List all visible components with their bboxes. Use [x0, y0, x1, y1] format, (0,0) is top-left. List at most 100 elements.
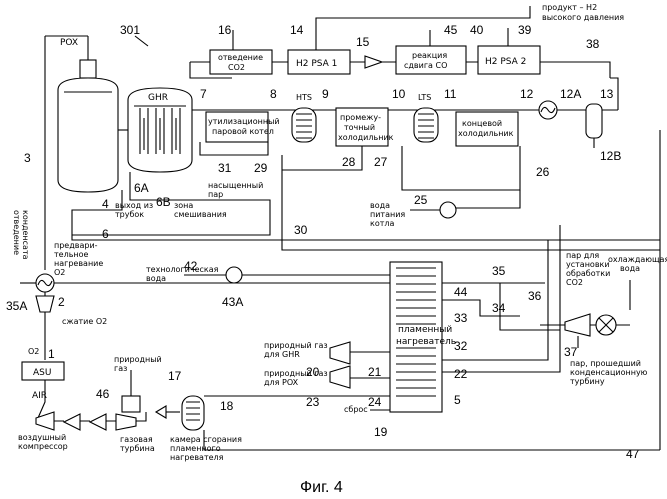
stream-num-4: 4 — [102, 197, 109, 211]
stream-num-42: 42 — [184, 259, 198, 273]
stream-num-37: 37 — [564, 345, 578, 359]
stream-num-33: 33 — [454, 311, 468, 325]
svg-text:отведение: отведение — [12, 210, 21, 255]
steam-boiler-l1: утилизационный — [208, 117, 280, 126]
stream-num-9: 9 — [322, 87, 329, 101]
fired-heater-l1: пламенный — [398, 325, 452, 335]
gas-turbine-l2: турбина — [120, 444, 155, 453]
pox-label: POX — [60, 38, 78, 48]
compressor-15 — [365, 56, 382, 68]
stream-num-45: 45 — [444, 23, 458, 37]
gt-fan — [156, 406, 166, 418]
burner-l2: пламенного — [170, 444, 221, 453]
preheat-o2-l1: предвари- — [54, 241, 98, 250]
stream-num-38: 38 — [586, 37, 600, 51]
process-water-l1: технологическая — [146, 265, 219, 274]
figure-ref-leader — [135, 36, 148, 46]
sat-steam-l1: насыщенный — [208, 181, 263, 190]
stream-num-31: 31 — [218, 161, 232, 175]
natural-gas-l1: природный — [114, 355, 162, 364]
intercooler-l2: точный — [344, 123, 375, 132]
stream-num-23: 23 — [306, 395, 320, 409]
air-compressor-3 — [90, 414, 106, 430]
co2-removal-l2: CO2 — [228, 63, 245, 72]
h2-product-l2: высокого давления — [542, 13, 624, 22]
o2-label: O2 — [28, 347, 39, 356]
stream-num-8: 8 — [270, 87, 277, 101]
burner-chamber — [182, 396, 204, 430]
stream-num-17: 17 — [168, 369, 182, 383]
intercooler-l3: холодильник — [338, 133, 394, 142]
gas-turbine-l1: газовая — [120, 435, 153, 444]
stream-num-6b: 6B — [156, 195, 171, 209]
stream-num-22: 22 — [454, 367, 468, 381]
stream-num-2: 2 — [58, 295, 65, 309]
stream-num-21: 21 — [368, 365, 382, 379]
preheat-o2-l2: тельное — [54, 250, 89, 259]
co2-steam-l1: пар для — [566, 251, 599, 260]
svg-text:конденсата: конденсата — [21, 210, 30, 260]
air-compressor-l2: компрессор — [18, 442, 68, 451]
final-cooler-l1: концевой — [462, 119, 502, 128]
cooling-water-l2: вода — [620, 264, 640, 273]
separator-12b — [586, 104, 602, 138]
ng-pox-compressor — [330, 366, 350, 388]
hts-reactor — [292, 108, 316, 142]
h2psa1-label: H2 PSA 1 — [296, 59, 337, 69]
lts-label: LTS — [418, 93, 431, 102]
asu-label: ASU — [33, 368, 51, 378]
o2-compressor — [36, 296, 54, 312]
stream-num-12a: 12A — [560, 87, 581, 101]
fired-heater-l2: нагреватель — [396, 337, 456, 347]
stream-num-43a: 43A — [222, 295, 243, 309]
stream-num-18: 18 — [220, 399, 234, 413]
tube-exit-l2: трубок — [115, 210, 144, 219]
stream-num-34: 34 — [492, 301, 506, 315]
stream-47-line — [204, 430, 660, 450]
mixing-zone-l2: смешивания — [174, 210, 227, 219]
stream-num-6: 6 — [102, 227, 109, 241]
figure-ref: 301 — [120, 23, 140, 37]
top-offgas-lines — [233, 6, 530, 50]
hts-label: HTS — [296, 93, 312, 102]
stream-num-30: 30 — [294, 223, 308, 237]
steam-boiler-l2: паровой котел — [212, 127, 274, 136]
bfw-pump — [440, 202, 456, 218]
natural-gas-l2: газ — [114, 364, 127, 373]
stream-num-14: 14 — [290, 23, 304, 37]
stream-num-7: 7 — [200, 87, 207, 101]
stream-num-46: 46 — [96, 387, 110, 401]
burner-l1: камера сгорания — [170, 435, 242, 444]
turbine-steam-l3: турбину — [570, 377, 605, 386]
air-compressor — [36, 412, 54, 430]
stream-num-36: 36 — [528, 289, 542, 303]
ng-ghr-compressor — [330, 342, 350, 364]
co2-steam-l2: установки — [566, 260, 610, 269]
purge-label: сброс — [344, 405, 368, 414]
ng-ghr-l1: природный газ — [264, 341, 328, 350]
stream-6-extension — [72, 235, 660, 240]
h2-product-l1: продукт – H2 — [542, 3, 597, 12]
stream-num-26: 26 — [536, 165, 550, 179]
gt-combustor — [122, 396, 140, 412]
final-cooler-l2: холодильник — [458, 129, 514, 138]
intercooler-l1: промежу- — [340, 113, 381, 122]
co-shift-l2: сдвига CO — [404, 61, 447, 70]
pox-reactor — [58, 78, 118, 192]
stream-num-19: 19 — [374, 425, 388, 439]
ng-ghr-l2: для GHR — [264, 350, 300, 359]
pox-burner-top — [80, 60, 96, 78]
stream-num-6a: 6A — [134, 181, 149, 195]
stream-num-20: 20 — [306, 365, 320, 379]
bfw-pump-line — [456, 190, 520, 208]
condensate-removal-label: отведение конденсата — [12, 210, 30, 260]
stream-num-35: 35 — [492, 264, 506, 278]
stream-num-12b: 12B — [600, 149, 621, 163]
gas-turbine — [116, 414, 136, 430]
stream-num-29: 29 — [254, 161, 268, 175]
stream-27-26-line — [402, 146, 520, 190]
stream-num-27: 27 — [374, 155, 388, 169]
ng-pox-l2: для POX — [264, 378, 299, 387]
air-label: AIR — [32, 391, 47, 401]
stream-num-39: 39 — [518, 23, 532, 37]
